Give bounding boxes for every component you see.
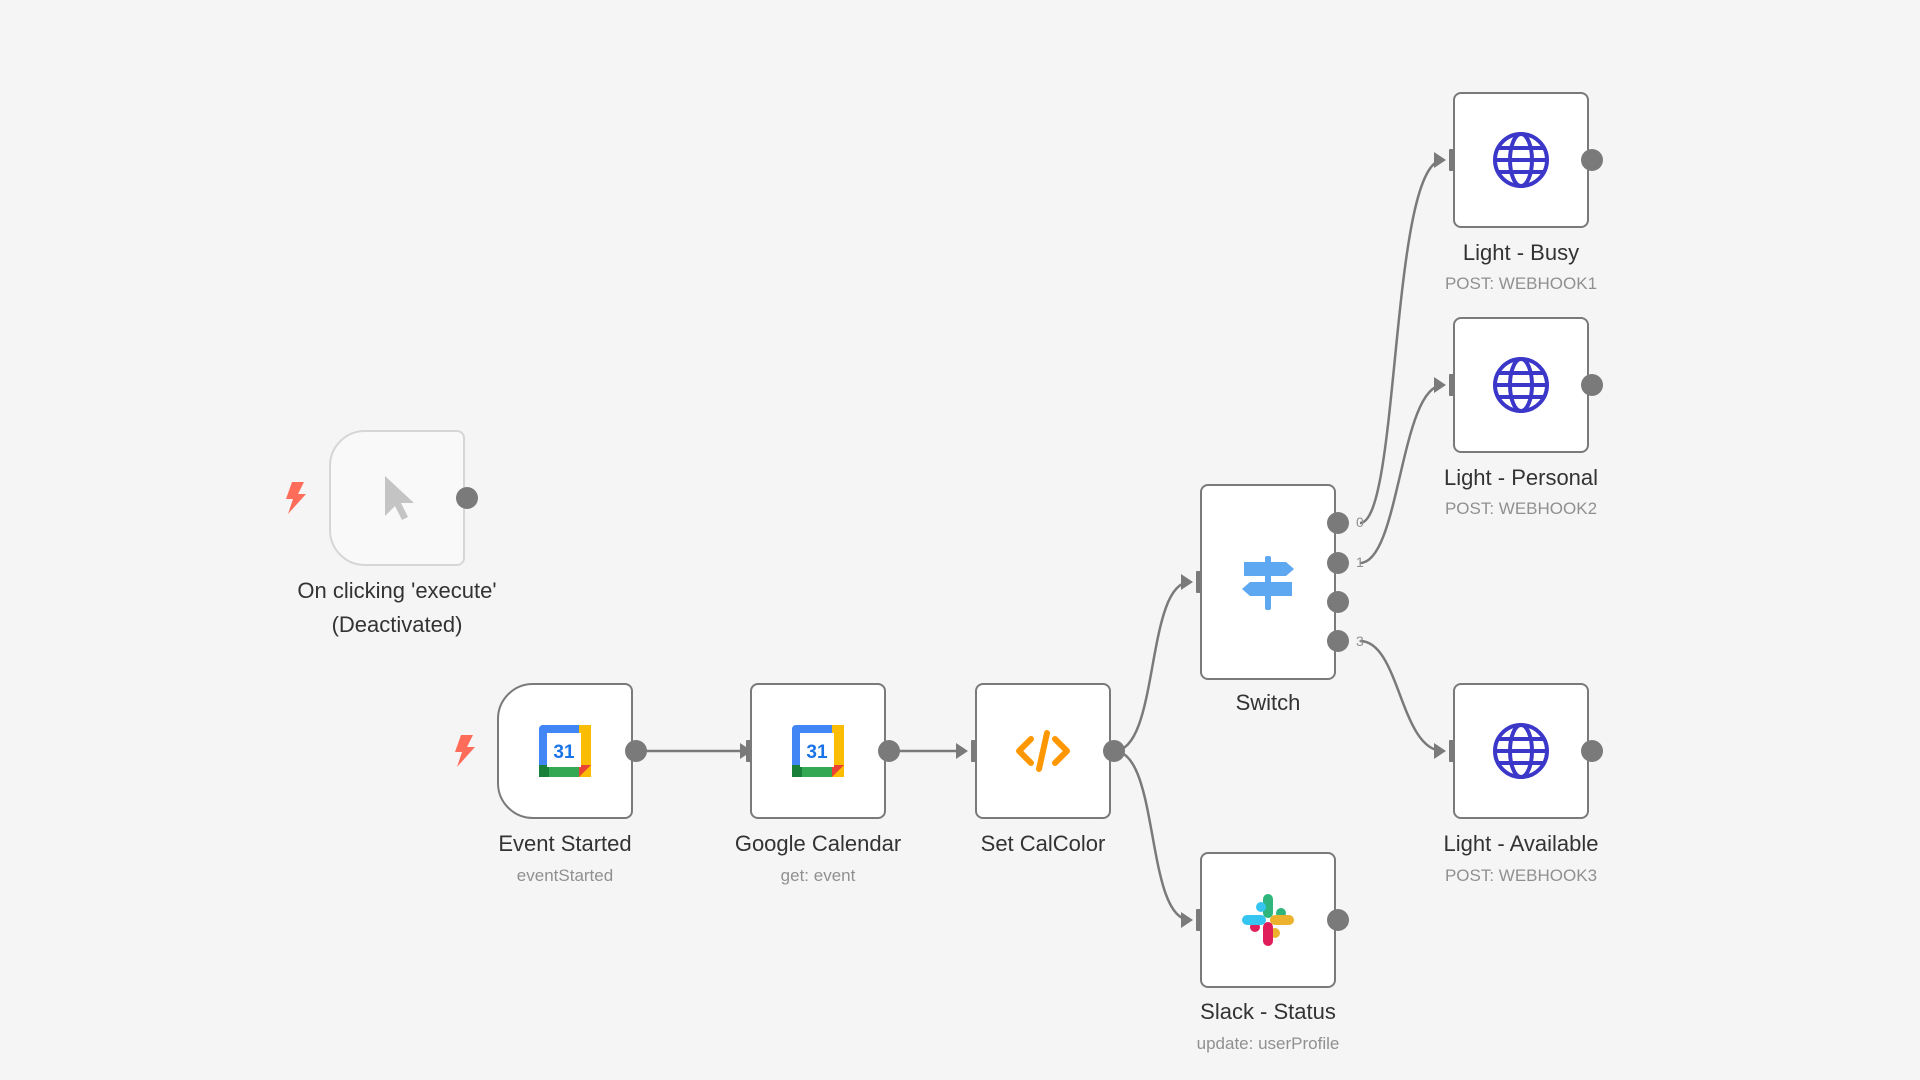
node-label: (Deactivated): [331, 612, 463, 637]
node-subtitle: eventStarted: [516, 866, 614, 885]
node-label: Light - Busy: [1462, 240, 1580, 265]
output-index-label: 0: [1356, 514, 1364, 530]
node-set-calcolor[interactable]: [975, 683, 1111, 819]
switch-output-port-1[interactable]: [1327, 552, 1349, 574]
output-port[interactable]: [456, 487, 478, 509]
node-google-calendar[interactable]: 31: [750, 683, 886, 819]
node-subtitle: get: event: [780, 866, 856, 885]
output-index-label: 1: [1356, 554, 1364, 570]
arrowhead: [1434, 743, 1446, 759]
node-light-busy[interactable]: [1453, 92, 1589, 228]
output-port[interactable]: [1581, 374, 1603, 396]
output-port[interactable]: [1103, 740, 1125, 762]
node-label: Set CalColor: [980, 831, 1106, 856]
node-manual-trigger[interactable]: [329, 430, 465, 566]
node-event-started[interactable]: 31: [497, 683, 633, 819]
trigger-bolt-icon: [455, 735, 475, 767]
node-light-available[interactable]: [1453, 683, 1589, 819]
node-label: Event Started: [498, 831, 632, 856]
node-label: Light - Available: [1443, 831, 1599, 856]
output-port[interactable]: [878, 740, 900, 762]
node-subtitle: POST: WEBHOOK1: [1444, 274, 1598, 293]
node-subtitle: update: userProfile: [1196, 1034, 1340, 1053]
arrowhead: [956, 743, 968, 759]
switch-output-port-3[interactable]: [1327, 630, 1349, 652]
output-port[interactable]: [1327, 909, 1349, 931]
globe-icon: [1493, 723, 1549, 779]
arrowhead: [1181, 574, 1193, 590]
cursor-icon: [385, 476, 414, 520]
svg-text:31: 31: [806, 742, 828, 763]
globe-icon: [1493, 132, 1549, 188]
output-port[interactable]: [1581, 149, 1603, 171]
connection-set-calcolor-to-switch[interactable]: [1113, 580, 1191, 753]
arrowhead: [1434, 152, 1446, 168]
google-calendar-icon: 31: [792, 725, 844, 777]
signpost-icon: [1242, 556, 1294, 610]
arrowhead: [1434, 377, 1446, 393]
node-slack-status[interactable]: [1200, 852, 1336, 988]
node-subtitle: POST: WEBHOOK3: [1444, 866, 1598, 885]
node-light-personal[interactable]: [1453, 317, 1589, 453]
globe-icon: [1493, 357, 1549, 413]
google-calendar-icon: 31: [539, 725, 591, 777]
node-subtitle: POST: WEBHOOK2: [1444, 499, 1598, 518]
output-port[interactable]: [1581, 740, 1603, 762]
arrowhead: [1181, 912, 1193, 928]
node-label: Google Calendar: [734, 831, 902, 856]
node-switch[interactable]: [1200, 484, 1336, 680]
code-icon: [1016, 730, 1070, 772]
switch-output-port-0[interactable]: [1327, 512, 1349, 534]
output-port[interactable]: [625, 740, 647, 762]
node-label: Slack - Status: [1200, 999, 1336, 1024]
trigger-bolt-icon: [286, 482, 306, 514]
node-label: Switch: [1235, 690, 1301, 715]
node-label: Light - Personal: [1443, 465, 1599, 490]
switch-output-port-2[interactable]: [1327, 591, 1349, 613]
node-label: On clicking 'execute': [297, 578, 497, 603]
output-index-label: 3: [1356, 633, 1364, 649]
slack-icon: [1242, 894, 1294, 946]
svg-text:31: 31: [553, 742, 575, 763]
